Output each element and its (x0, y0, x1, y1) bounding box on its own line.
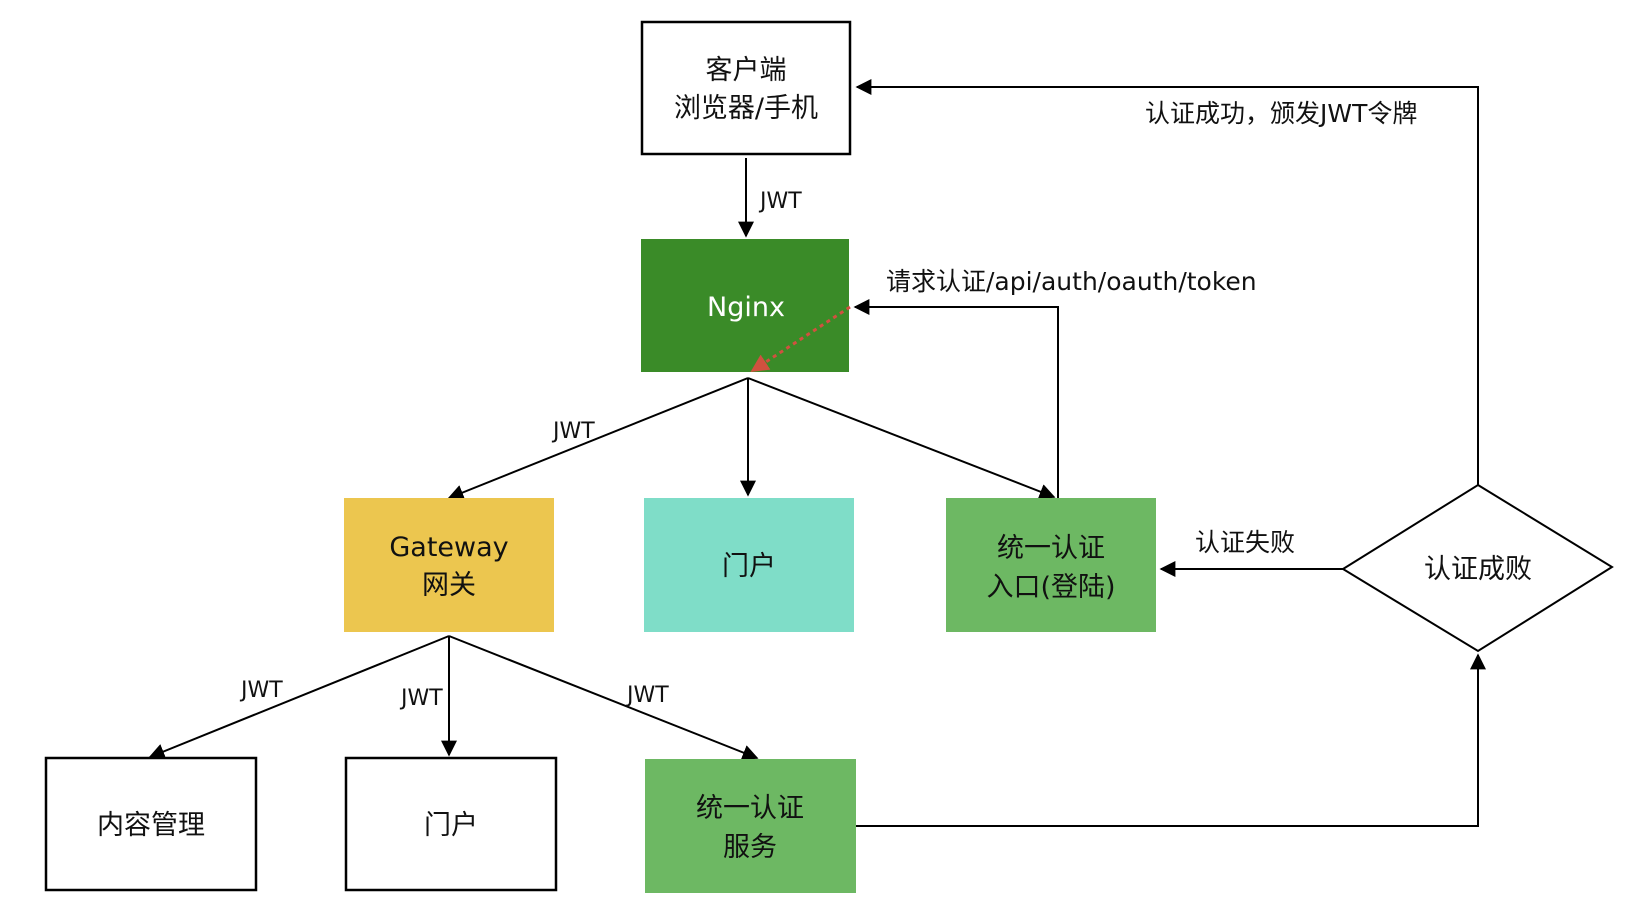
auth-entry-label-line1: 统一认证 (997, 533, 1105, 564)
edge-gateway-to-auth-service (448, 635, 759, 761)
edge-auth-success (855, 79, 1479, 485)
nginx-label: Nginx (707, 292, 785, 323)
edge-nginx-to-gateway (447, 377, 749, 501)
label-client-to-nginx: JWT (758, 189, 802, 214)
gateway-label-line1: Gateway (389, 532, 508, 563)
node-auth-entry[interactable]: 统一认证 入口(登陆) (946, 498, 1156, 632)
auth-service-label-line1: 统一认证 (696, 793, 804, 824)
decision-label: 认证成败 (1424, 554, 1532, 585)
auth-service-label-line2: 服务 (723, 832, 777, 863)
gateway-label-line2: 网关 (422, 570, 476, 601)
node-gateway[interactable]: Gateway 网关 (344, 498, 554, 632)
label-gateway-to-content: JWT (239, 678, 283, 703)
portal-top-label: 门户 (722, 551, 776, 582)
edges (148, 79, 1486, 827)
auth-entry-label-line2: 入口(登陆) (986, 572, 1115, 603)
node-client[interactable]: 客户端 浏览器/手机 (640, 20, 852, 156)
client-label-line2: 浏览器/手机 (674, 93, 818, 124)
node-auth-service[interactable]: 统一认证 服务 (645, 759, 856, 893)
label-gateway-to-portal: JWT (399, 686, 443, 711)
portal-bottom-label: 门户 (424, 810, 478, 841)
label-gateway-to-auth-service: JWT (625, 683, 669, 708)
client-label-line1: 客户端 (706, 55, 787, 86)
edge-nginx-to-auth-entry (747, 377, 1056, 500)
edge-gateway-to-content (148, 635, 450, 760)
node-content-mgmt[interactable]: 内容管理 (44, 756, 258, 892)
node-portal-bottom[interactable]: 门户 (344, 756, 558, 892)
node-decision[interactable]: 认证成败 (1341, 483, 1614, 653)
edge-auth-request (853, 299, 1059, 498)
label-nginx-to-gateway: JWT (551, 419, 595, 444)
node-nginx[interactable]: Nginx (641, 239, 849, 372)
edge-service-to-decision (856, 653, 1486, 827)
label-auth-success: 认证成功，颁发JWT令牌 (1145, 99, 1417, 128)
label-auth-request: 请求认证/api/auth/oauth/token (886, 267, 1257, 296)
label-auth-failure: 认证失败 (1195, 528, 1295, 557)
node-portal-top[interactable]: 门户 (644, 498, 854, 632)
edge-nginx-internal-dotted (750, 305, 851, 373)
content-mgmt-label: 内容管理 (97, 810, 205, 841)
